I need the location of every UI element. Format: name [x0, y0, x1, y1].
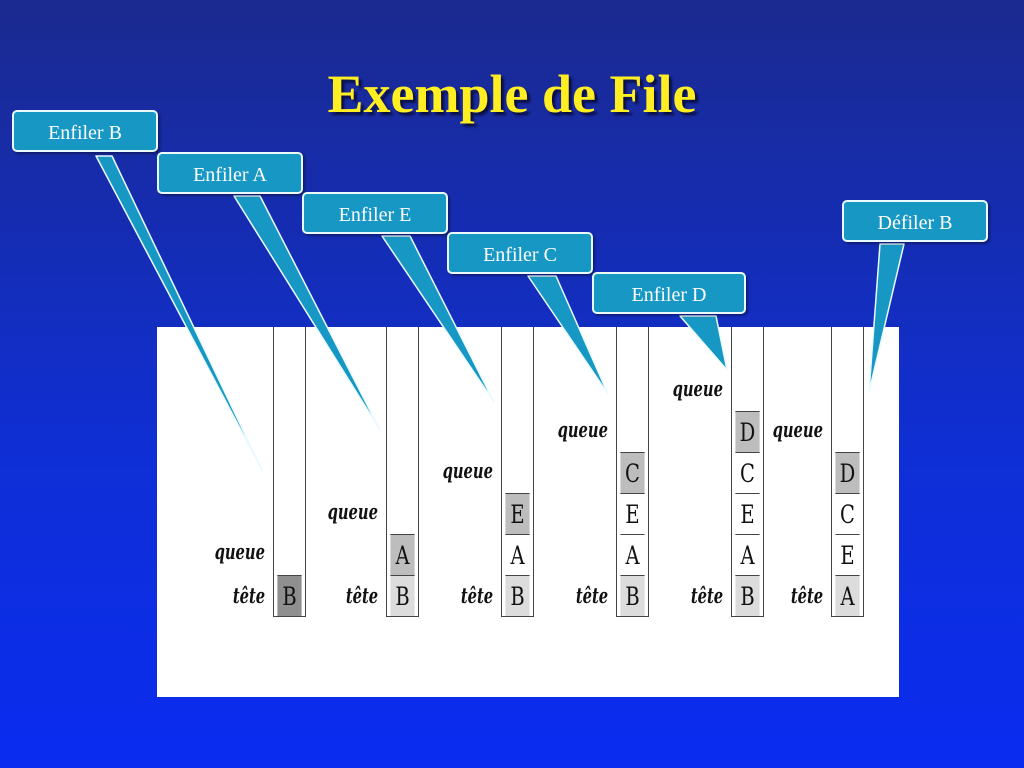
- slide-title: Exemple de File: [327, 64, 697, 124]
- queue-label: queue: [214, 539, 265, 564]
- queue-cell: A: [505, 534, 530, 575]
- queue-cell: E: [505, 493, 530, 534]
- callout-enfiler-a: Enfiler A: [157, 152, 303, 194]
- queue-cell: D: [735, 411, 760, 452]
- callout-pointer-enfiler-e: [381, 235, 495, 403]
- queue-cell: B: [390, 575, 415, 616]
- queue-label: queue: [442, 458, 493, 483]
- callout-enfiler-b: Enfiler B: [12, 110, 158, 152]
- queue-cell: D: [835, 452, 860, 493]
- callout-defiler-b: Défiler B: [842, 200, 988, 242]
- queue-cell: B: [505, 575, 530, 616]
- tete-label: tête: [460, 583, 493, 608]
- queue-cell: E: [620, 493, 645, 534]
- queue-cell: A: [390, 534, 415, 575]
- queue-cell: A: [735, 534, 760, 575]
- tete-label: tête: [790, 583, 823, 608]
- tete-label: tête: [690, 583, 723, 608]
- queue-column-6: A E C D: [831, 327, 864, 617]
- queue-diagram-panel: B queue tête B A queue tête B A E queue …: [157, 327, 899, 697]
- queue-cell: A: [835, 575, 860, 616]
- queue-column-5: B A E C D: [731, 327, 764, 617]
- callout-enfiler-c: Enfiler C: [447, 232, 593, 274]
- queue-cell: B: [620, 575, 645, 616]
- queue-cell: B: [277, 575, 302, 616]
- tete-label: tête: [575, 583, 608, 608]
- callout-pointer-defiler-b: [868, 243, 905, 393]
- queue-column-3: B A E: [501, 327, 534, 617]
- queue-cell: E: [735, 493, 760, 534]
- queue-label: queue: [672, 376, 723, 401]
- queue-cell: C: [835, 493, 860, 534]
- queue-label: queue: [327, 499, 378, 524]
- queue-column-4: B A E C: [616, 327, 649, 617]
- queue-cell: C: [620, 452, 645, 493]
- queue-cell: E: [835, 534, 860, 575]
- callout-pointer-enfiler-b: [95, 155, 263, 471]
- callout-enfiler-d: Enfiler D: [592, 272, 746, 314]
- tete-label: tête: [232, 583, 265, 608]
- callout-pointer-enfiler-a: [233, 195, 381, 431]
- callout-enfiler-e: Enfiler E: [302, 192, 448, 234]
- queue-column-1: B: [273, 327, 306, 617]
- tete-label: tête: [345, 583, 378, 608]
- queue-label: queue: [557, 417, 608, 442]
- queue-label: queue: [772, 417, 823, 442]
- queue-cell: B: [735, 575, 760, 616]
- queue-column-2: B A: [386, 327, 419, 617]
- queue-cell: C: [735, 452, 760, 493]
- callout-pointer-enfiler-c: [527, 275, 609, 395]
- queue-cell: A: [620, 534, 645, 575]
- callout-pointer-enfiler-d: [679, 315, 728, 371]
